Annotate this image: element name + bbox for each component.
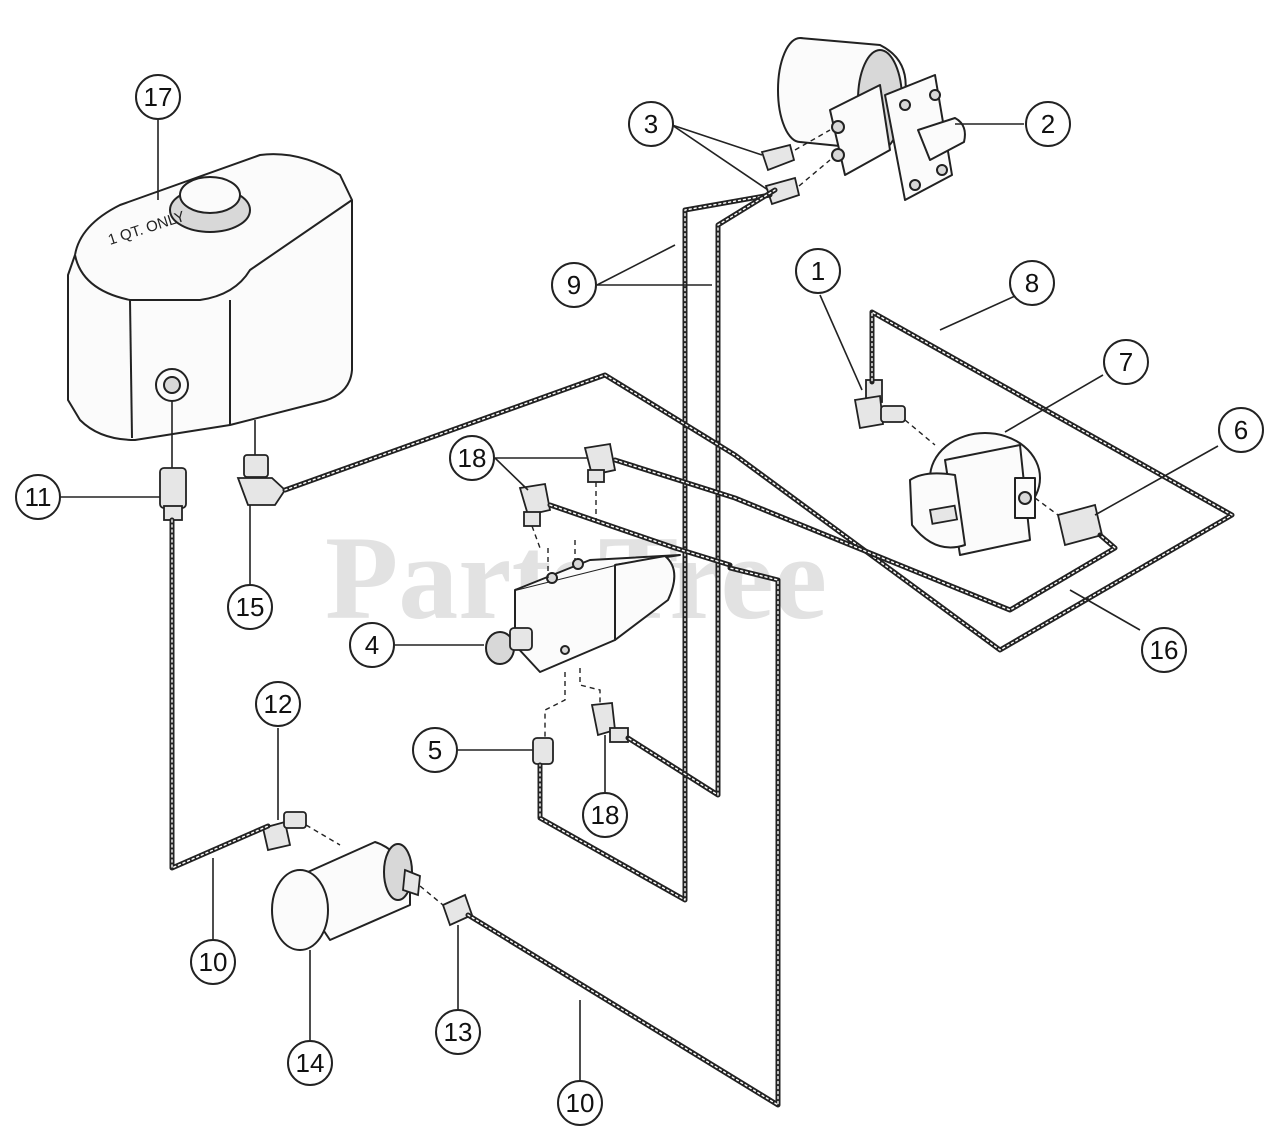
- hydraulic-motor: [777, 37, 966, 201]
- valve-bottom-fittings: [532, 668, 629, 765]
- callout-5: 5: [412, 727, 458, 773]
- callout-2: 2: [1025, 101, 1071, 147]
- svg-text:18: 18: [591, 800, 620, 830]
- svg-text:7: 7: [1119, 347, 1133, 377]
- tank-outlet-fitting: [159, 400, 187, 521]
- callout-14: 14: [287, 1040, 333, 1086]
- callout-1: 1: [795, 248, 841, 294]
- elbow-fitting-15: [236, 420, 287, 585]
- hydraulic-hoses: [169, 187, 1235, 1108]
- hydraulic-tank: 1 QT. ONLY: [67, 153, 353, 441]
- callout-6: 6: [1218, 407, 1264, 453]
- straight-fitting-6: [1034, 497, 1104, 547]
- svg-text:14: 14: [296, 1048, 325, 1078]
- callout-18-top: 18: [449, 435, 495, 481]
- control-valve: [485, 540, 681, 673]
- callout-10-left: 10: [190, 939, 236, 985]
- callout-12: 12: [255, 681, 301, 727]
- callout-15: 15: [227, 584, 273, 630]
- svg-text:10: 10: [566, 1088, 595, 1118]
- svg-text:10: 10: [199, 947, 228, 977]
- motor-fittings: [760, 129, 831, 206]
- valve-elbow-fittings-top: [518, 442, 617, 549]
- callout-4: 4: [349, 622, 395, 668]
- hydraulic-pump: [909, 432, 1041, 556]
- callout-11: 11: [15, 474, 61, 520]
- callout-18-bottom: 18: [582, 792, 628, 838]
- svg-text:15: 15: [236, 592, 265, 622]
- callout-8: 8: [1009, 260, 1055, 306]
- svg-text:9: 9: [567, 270, 581, 300]
- filter-outlet-fitting: [419, 885, 474, 1010]
- callout-3: 3: [628, 101, 674, 147]
- svg-text:17: 17: [144, 82, 173, 112]
- svg-text:13: 13: [444, 1017, 473, 1047]
- callout-10-bottom: 10: [557, 1080, 603, 1126]
- callout-9: 9: [551, 262, 597, 308]
- svg-text:12: 12: [264, 689, 293, 719]
- svg-text:2: 2: [1041, 109, 1055, 139]
- svg-text:8: 8: [1025, 268, 1039, 298]
- callout-13: 13: [435, 1009, 481, 1055]
- svg-text:18: 18: [458, 443, 487, 473]
- callout-16: 16: [1141, 627, 1187, 673]
- svg-text:1: 1: [811, 256, 825, 286]
- callout-17: 17: [135, 74, 181, 120]
- svg-text:11: 11: [25, 482, 52, 512]
- elbow-fitting-1: [853, 379, 936, 446]
- svg-text:5: 5: [428, 735, 442, 765]
- svg-text:4: 4: [365, 630, 379, 660]
- svg-text:6: 6: [1234, 415, 1248, 445]
- callout-7: 7: [1103, 339, 1149, 385]
- filter-inlet-elbow: [261, 811, 341, 852]
- svg-text:16: 16: [1150, 635, 1179, 665]
- svg-text:3: 3: [644, 109, 658, 139]
- leader-lines: [60, 120, 1219, 1082]
- hydraulic-filter: [271, 841, 421, 951]
